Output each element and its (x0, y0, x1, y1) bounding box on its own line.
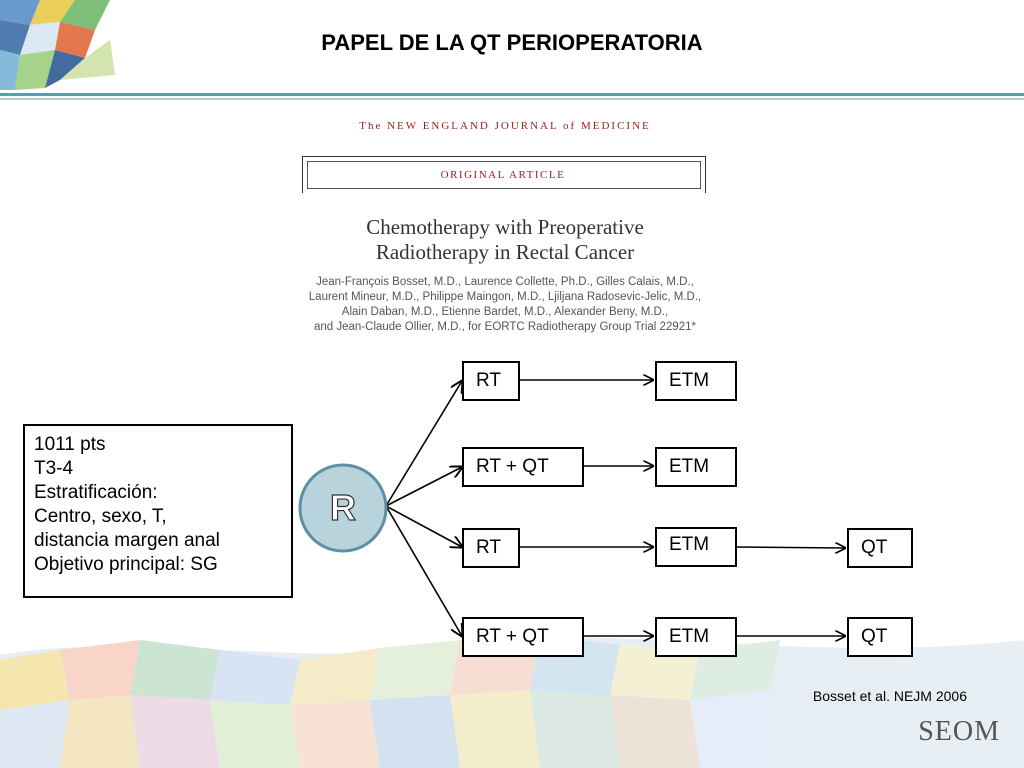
branch-arrow-2 (385, 467, 462, 507)
study-line-stage: T3-4 (34, 458, 74, 479)
arm4-surgery-node: ETM (655, 617, 737, 657)
arm4-treatment-node: RT + QT (462, 617, 584, 657)
seom-logo: SEOM (918, 716, 1000, 747)
arm2-treatment-node: RT + QT (462, 447, 584, 487)
author-line-3: Alain Daban, M.D., Etienne Bardet, M.D.,… (341, 306, 669, 318)
study-info-box: 1011 pts T3-4 Estratificación: Centro, s… (23, 424, 293, 598)
article-title-line-2: Radiotherapy in Rectal Cancer (375, 240, 635, 264)
arm4-adjuvant-node: QT (847, 617, 913, 657)
author-line-4: and Jean-Claude Ollier, M.D., for EORTC … (313, 321, 697, 333)
branch-arrow-3 (385, 505, 462, 547)
citation: Bosset et al. NEJM 2006 (812, 688, 967, 704)
study-line-margin: distancia margen anal (34, 530, 220, 551)
slide-title: PAPEL DE LA QT PERIOPERATORIA (321, 30, 703, 55)
study-line-stratification: Estratificación: (34, 482, 158, 503)
arm3-arrow-to-adjuvant (735, 547, 845, 548)
arm3-surgery-node: ETM (655, 527, 737, 567)
arm3-adjuvant-node: QT (847, 528, 913, 568)
study-line-patients: 1011 pts (34, 434, 106, 455)
randomization-label: R (329, 486, 356, 528)
branch-arrow-4 (385, 505, 462, 636)
randomization-circle (298, 463, 388, 553)
branch-arrow-1 (385, 381, 462, 507)
study-line-endpoint: Objetivo principal: SG (34, 554, 218, 575)
study-line-factors: Centro, sexo, T, (34, 506, 167, 527)
arm2-surgery-node: ETM (655, 447, 737, 487)
article-frame (302, 156, 706, 193)
article-title-line-1: Chemotherapy with Preoperative (366, 215, 644, 239)
author-line-2: Laurent Mineur, M.D., Philippe Maingon, … (308, 291, 702, 303)
author-line-1: Jean-François Bosset, M.D., Laurence Col… (316, 276, 694, 288)
arm3-treatment-node: RT (462, 528, 520, 568)
bottom-mosaic (0, 635, 1024, 768)
journal-header: The NEW ENGLAND JOURNAL of MEDICINE (359, 120, 651, 132)
corner-mosaic (0, 0, 115, 90)
article-type-frame (307, 161, 701, 189)
arm1-surgery-node: ETM (655, 361, 737, 401)
article-type: ORIGINAL ARTICLE (440, 169, 566, 181)
arm1-treatment-node: RT (462, 361, 520, 401)
